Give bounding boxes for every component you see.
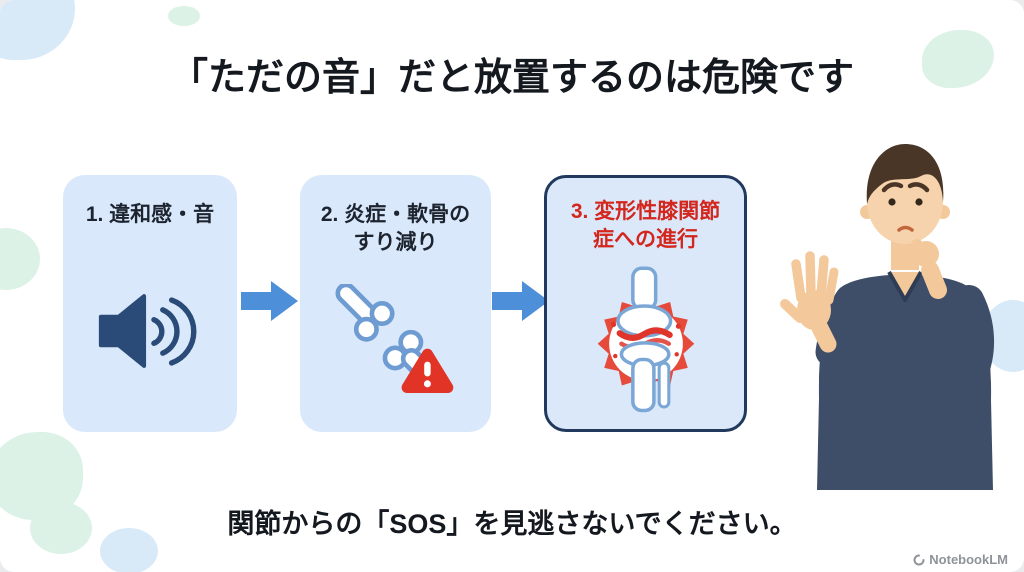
flow-step-1-label: 1. 違和感・音 (85, 203, 215, 226)
flow-step-3-label: 3. 変形性膝関節 症への進行 (570, 200, 721, 252)
notebooklm-label: NotebookLM (929, 552, 1008, 567)
flow-arrow-right-icon (241, 279, 299, 323)
speaker-sound-waves-icon (63, 229, 237, 432)
notebooklm-watermark: NotebookLM (913, 552, 1008, 567)
inflamed-knee-joint-icon (547, 255, 744, 429)
flow-step-3-card: 3. 変形性膝関節 症への進行 (544, 175, 747, 432)
notebooklm-logo-icon (913, 554, 925, 566)
page-title: 「ただの音」だと放置するのは危険です (169, 57, 854, 99)
flow-step-2-label: 2. 炎症・軟骨の すり減り (320, 203, 471, 255)
footer-message: 関節からの「SOS」を見逃さないでください。 (227, 509, 797, 539)
flow-step-2-card: 2. 炎症・軟骨の すり減り (300, 175, 491, 432)
joint-cartilage-warning-icon (300, 258, 491, 432)
worried-man-illustration (772, 138, 1014, 490)
background-blob (0, 228, 40, 290)
flow-step-1-card: 1. 違和感・音 (63, 175, 237, 432)
background-blob (168, 6, 200, 26)
flow-arrow-right-icon (492, 279, 550, 323)
